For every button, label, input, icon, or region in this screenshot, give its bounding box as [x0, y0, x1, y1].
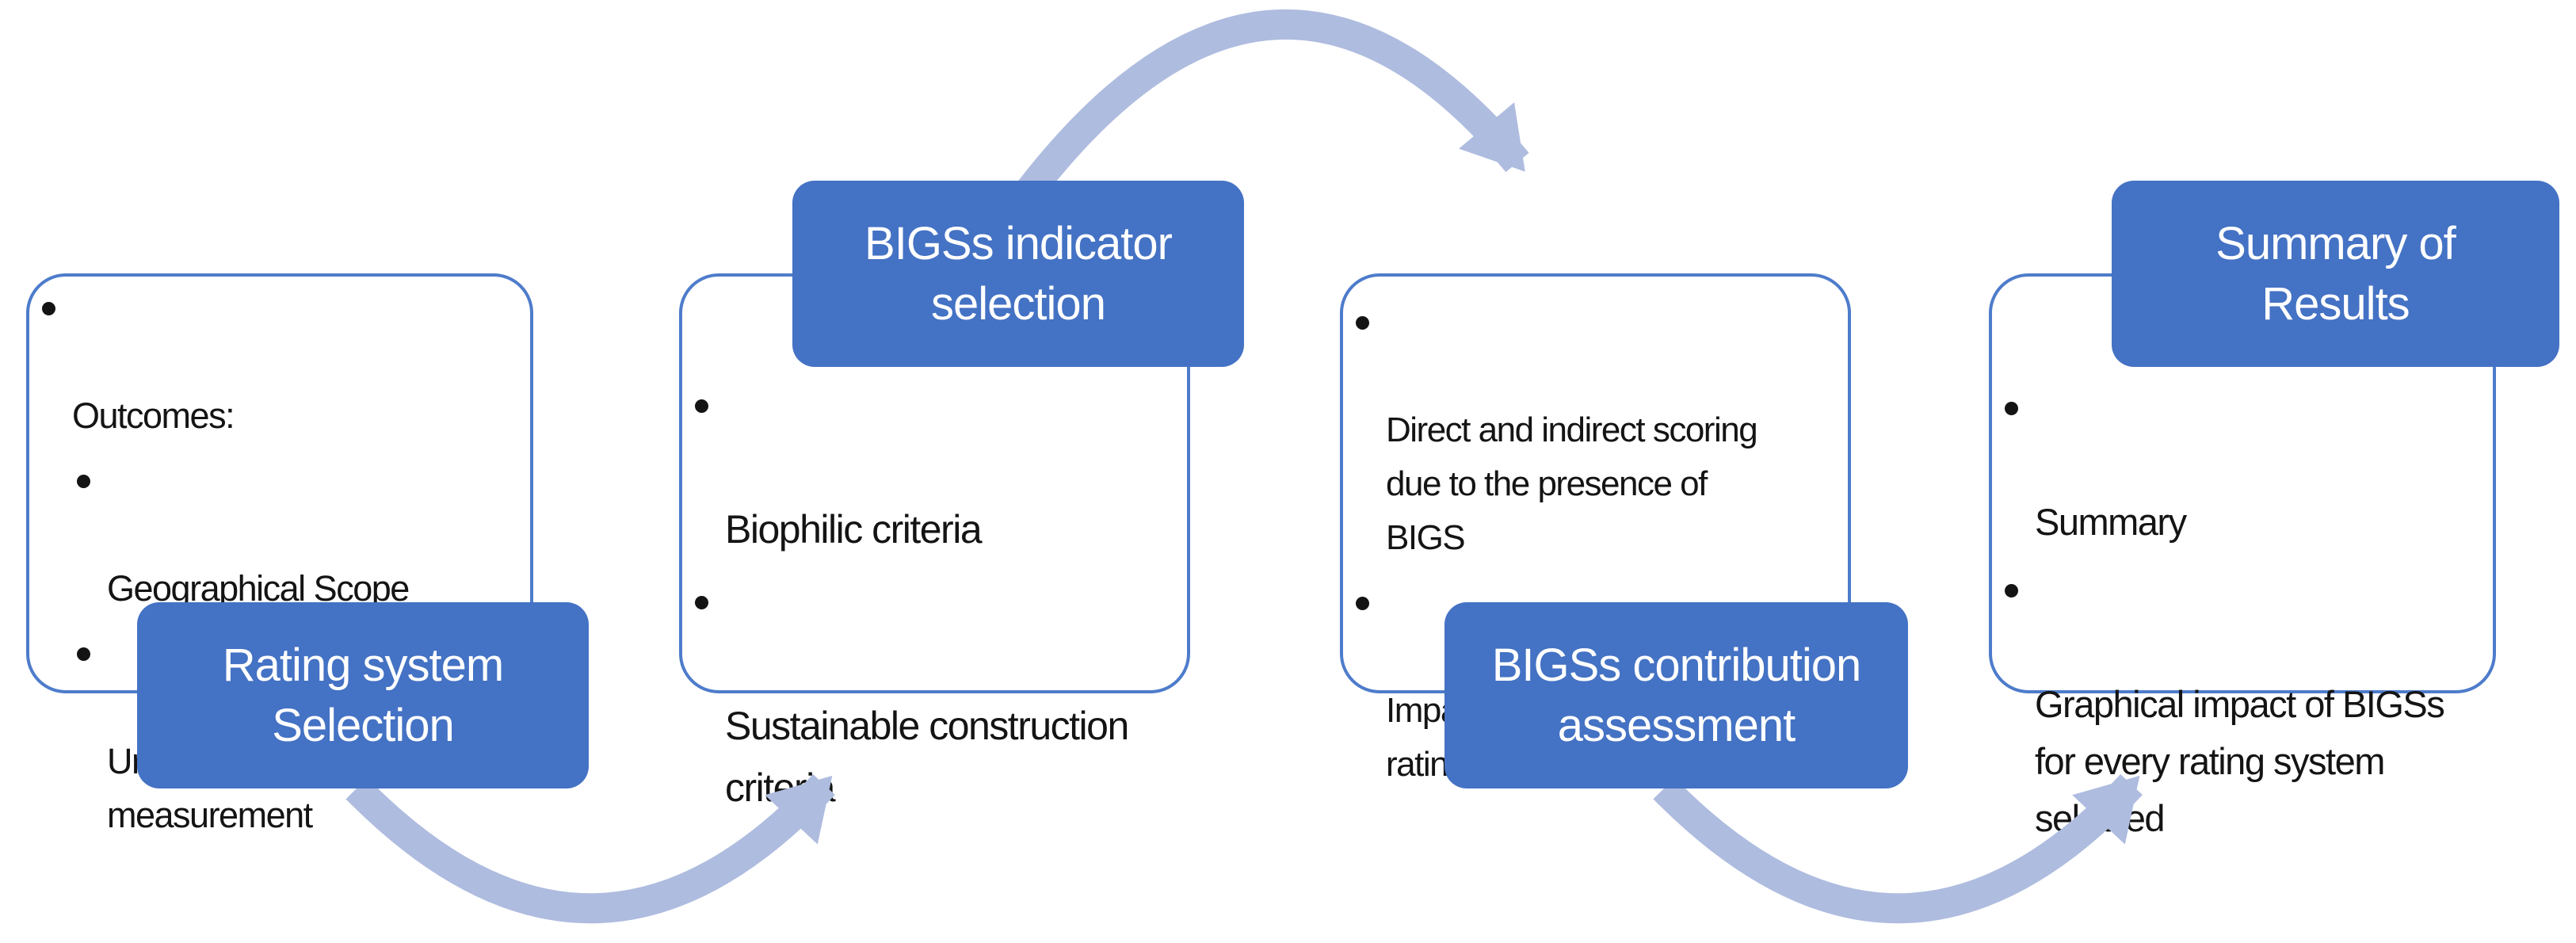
- bullet-text: Graphical impact of BIGSs for every rati…: [2035, 683, 2445, 839]
- stage-2-title-text: BIGSs indicator selection: [864, 218, 1173, 330]
- bullet-item: Direct and indirect scoring due to the p…: [1346, 296, 1837, 565]
- bullet-text: Direct and indirect scoring due to the p…: [1386, 410, 1758, 557]
- bullet-dot-icon: [77, 475, 90, 488]
- bullet-text: Outcomes:: [72, 395, 235, 436]
- bullet-dot-icon: [695, 596, 708, 609]
- stage-3-title-text: BIGSs contribution assessment: [1491, 639, 1862, 751]
- bullet-item: Summary: [1995, 380, 2482, 551]
- stage-4-title-text: Summary of Results: [2215, 218, 2456, 330]
- bullet-dot-icon: [1356, 316, 1369, 330]
- bullet-text: Summary: [2035, 501, 2187, 543]
- bullet-item: Outcomes:: [32, 281, 519, 443]
- bullet-item: Geographical Scope: [32, 454, 519, 616]
- stage-2-title: BIGSs indicator selection: [792, 181, 1244, 367]
- bullet-dot-icon: [2005, 402, 2018, 415]
- curved-arrow-3-4-icon: [1653, 774, 2143, 924]
- curved-arrow-2-3-icon: [1017, 9, 1529, 200]
- stage-4-content-box: Summary Graphical impact of BIGSs for ev…: [1989, 273, 2496, 839]
- stage-4-bullet-list: Summary Graphical impact of BIGSs for ev…: [1992, 277, 2493, 847]
- stage-3-title: BIGSs contribution assessment: [1444, 602, 1908, 788]
- bullet-dot-icon: [2005, 584, 2018, 597]
- bullet-text: Geographical Scope: [107, 568, 410, 609]
- bullet-dot-icon: [77, 647, 90, 661]
- stage-4-title: Summary of Results: [2112, 181, 2559, 367]
- curved-arrow-1-2-icon: [345, 774, 835, 924]
- bullet-text: Biophilic criteria: [725, 507, 983, 552]
- stage-1-title-text: Rating system Selection: [222, 639, 504, 751]
- bullet-text: Sustainable construction criteria: [725, 704, 1129, 810]
- bullet-dot-icon: [1356, 597, 1369, 610]
- stage-1-title: Rating system Selection: [137, 602, 589, 788]
- bullet-dot-icon: [42, 302, 55, 315]
- bullet-dot-icon: [695, 399, 708, 413]
- bullet-item: Sustainable construction criteria: [685, 571, 1176, 819]
- bullet-item: Biophilic criteria: [685, 375, 1176, 560]
- stage-2-bullet-list: Biophilic criteria Sustainable construct…: [682, 277, 1187, 819]
- bullet-item: Graphical impact of BIGSs for every rati…: [1995, 562, 2482, 847]
